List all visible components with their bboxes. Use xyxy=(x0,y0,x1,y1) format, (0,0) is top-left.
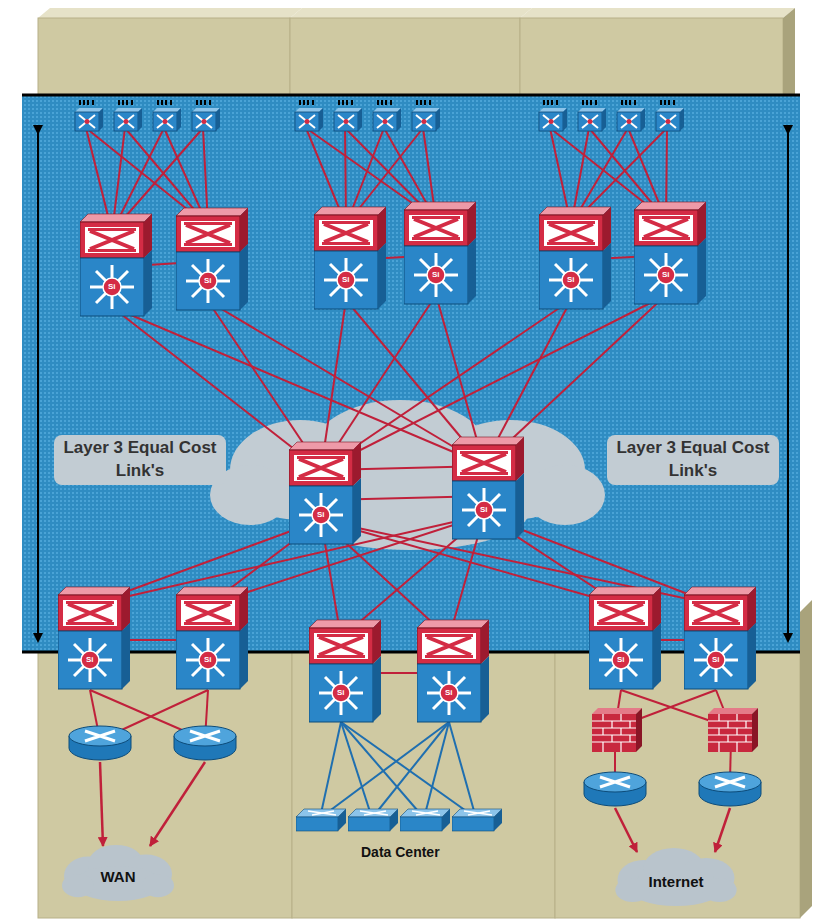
panel xyxy=(555,650,800,918)
boundary-line xyxy=(22,651,800,654)
link-line xyxy=(320,722,449,818)
access-switch xyxy=(578,100,606,131)
access-switch xyxy=(539,100,567,131)
switch-mark: Si xyxy=(317,511,325,519)
network-cloud: Internet xyxy=(611,844,741,908)
cloud-label: Internet xyxy=(611,873,741,890)
panel-top xyxy=(38,8,302,18)
firewall xyxy=(592,708,642,752)
panel-side xyxy=(800,600,812,918)
core-switch xyxy=(452,437,524,539)
access-switch xyxy=(334,100,362,131)
cloud-label: WAN xyxy=(58,868,178,885)
router xyxy=(174,726,236,760)
panel xyxy=(290,18,520,98)
link-line xyxy=(341,722,372,818)
l3-switch xyxy=(309,620,381,722)
panel xyxy=(38,18,290,98)
link-line xyxy=(449,722,476,818)
panel-side xyxy=(783,8,795,98)
switch-mark: Si xyxy=(337,689,345,697)
panel xyxy=(38,650,292,918)
panel-top xyxy=(520,8,795,18)
access-switch xyxy=(75,100,103,131)
access-switch xyxy=(373,100,401,131)
l3-switch xyxy=(176,208,248,310)
router xyxy=(584,772,646,806)
panel xyxy=(520,18,783,98)
access-switch xyxy=(114,100,142,131)
zone-label: Data Center xyxy=(361,844,440,861)
l3-switch xyxy=(417,620,489,722)
dc-switch xyxy=(452,809,502,831)
l3-switch xyxy=(176,587,248,689)
dc-switch xyxy=(400,809,450,831)
link-line xyxy=(372,722,449,818)
flow-arrow xyxy=(150,762,205,846)
switch-mark: Si xyxy=(567,276,575,284)
flow-arrow xyxy=(715,808,730,852)
switch-mark: Si xyxy=(342,276,350,284)
switch-mark: Si xyxy=(712,656,720,664)
router xyxy=(699,772,761,806)
core-cloud xyxy=(210,400,605,550)
switch-mark: Si xyxy=(662,271,670,279)
switch-mark: Si xyxy=(204,656,212,664)
firewall xyxy=(708,708,758,752)
switch-mark: Si xyxy=(86,656,94,664)
l3-switch xyxy=(58,587,130,689)
link-caption: Layer 3 Equal Cost Link's xyxy=(54,435,226,485)
switch-mark: Si xyxy=(108,283,116,291)
access-switch xyxy=(412,100,440,131)
link-line xyxy=(341,722,476,818)
link-line xyxy=(90,515,484,605)
network-cloud: WAN xyxy=(58,841,178,903)
dc-switch xyxy=(348,809,398,831)
l3-switch xyxy=(589,587,661,689)
core-switch xyxy=(289,442,361,544)
switch-mark: Si xyxy=(432,271,440,279)
layer3-region xyxy=(22,95,800,652)
link-caption: Layer 3 Equal Cost Link's xyxy=(607,435,779,485)
l3-switch xyxy=(684,587,756,689)
span-arrow xyxy=(37,130,39,638)
access-switch xyxy=(153,100,181,131)
l3-switch xyxy=(404,202,476,304)
router xyxy=(69,726,131,760)
link-line xyxy=(424,722,449,818)
access-switch xyxy=(656,100,684,131)
flow-arrow xyxy=(615,808,637,852)
l3-switch xyxy=(314,207,386,309)
switch-mark: Si xyxy=(204,277,212,285)
flow-arrow xyxy=(100,762,103,846)
l3-switch xyxy=(80,214,152,316)
dc-switch xyxy=(296,809,346,831)
span-arrow xyxy=(787,130,789,638)
switch-mark: Si xyxy=(480,506,488,514)
access-switch xyxy=(295,100,323,131)
switch-mark: Si xyxy=(445,689,453,697)
link-line xyxy=(208,301,484,465)
panel-top xyxy=(290,8,532,18)
switch-mark: Si xyxy=(617,656,625,664)
l3-switch xyxy=(634,202,706,304)
boundary-line xyxy=(22,94,800,97)
access-switch xyxy=(617,100,645,131)
l3-switch xyxy=(539,207,611,309)
access-switch xyxy=(192,100,220,131)
